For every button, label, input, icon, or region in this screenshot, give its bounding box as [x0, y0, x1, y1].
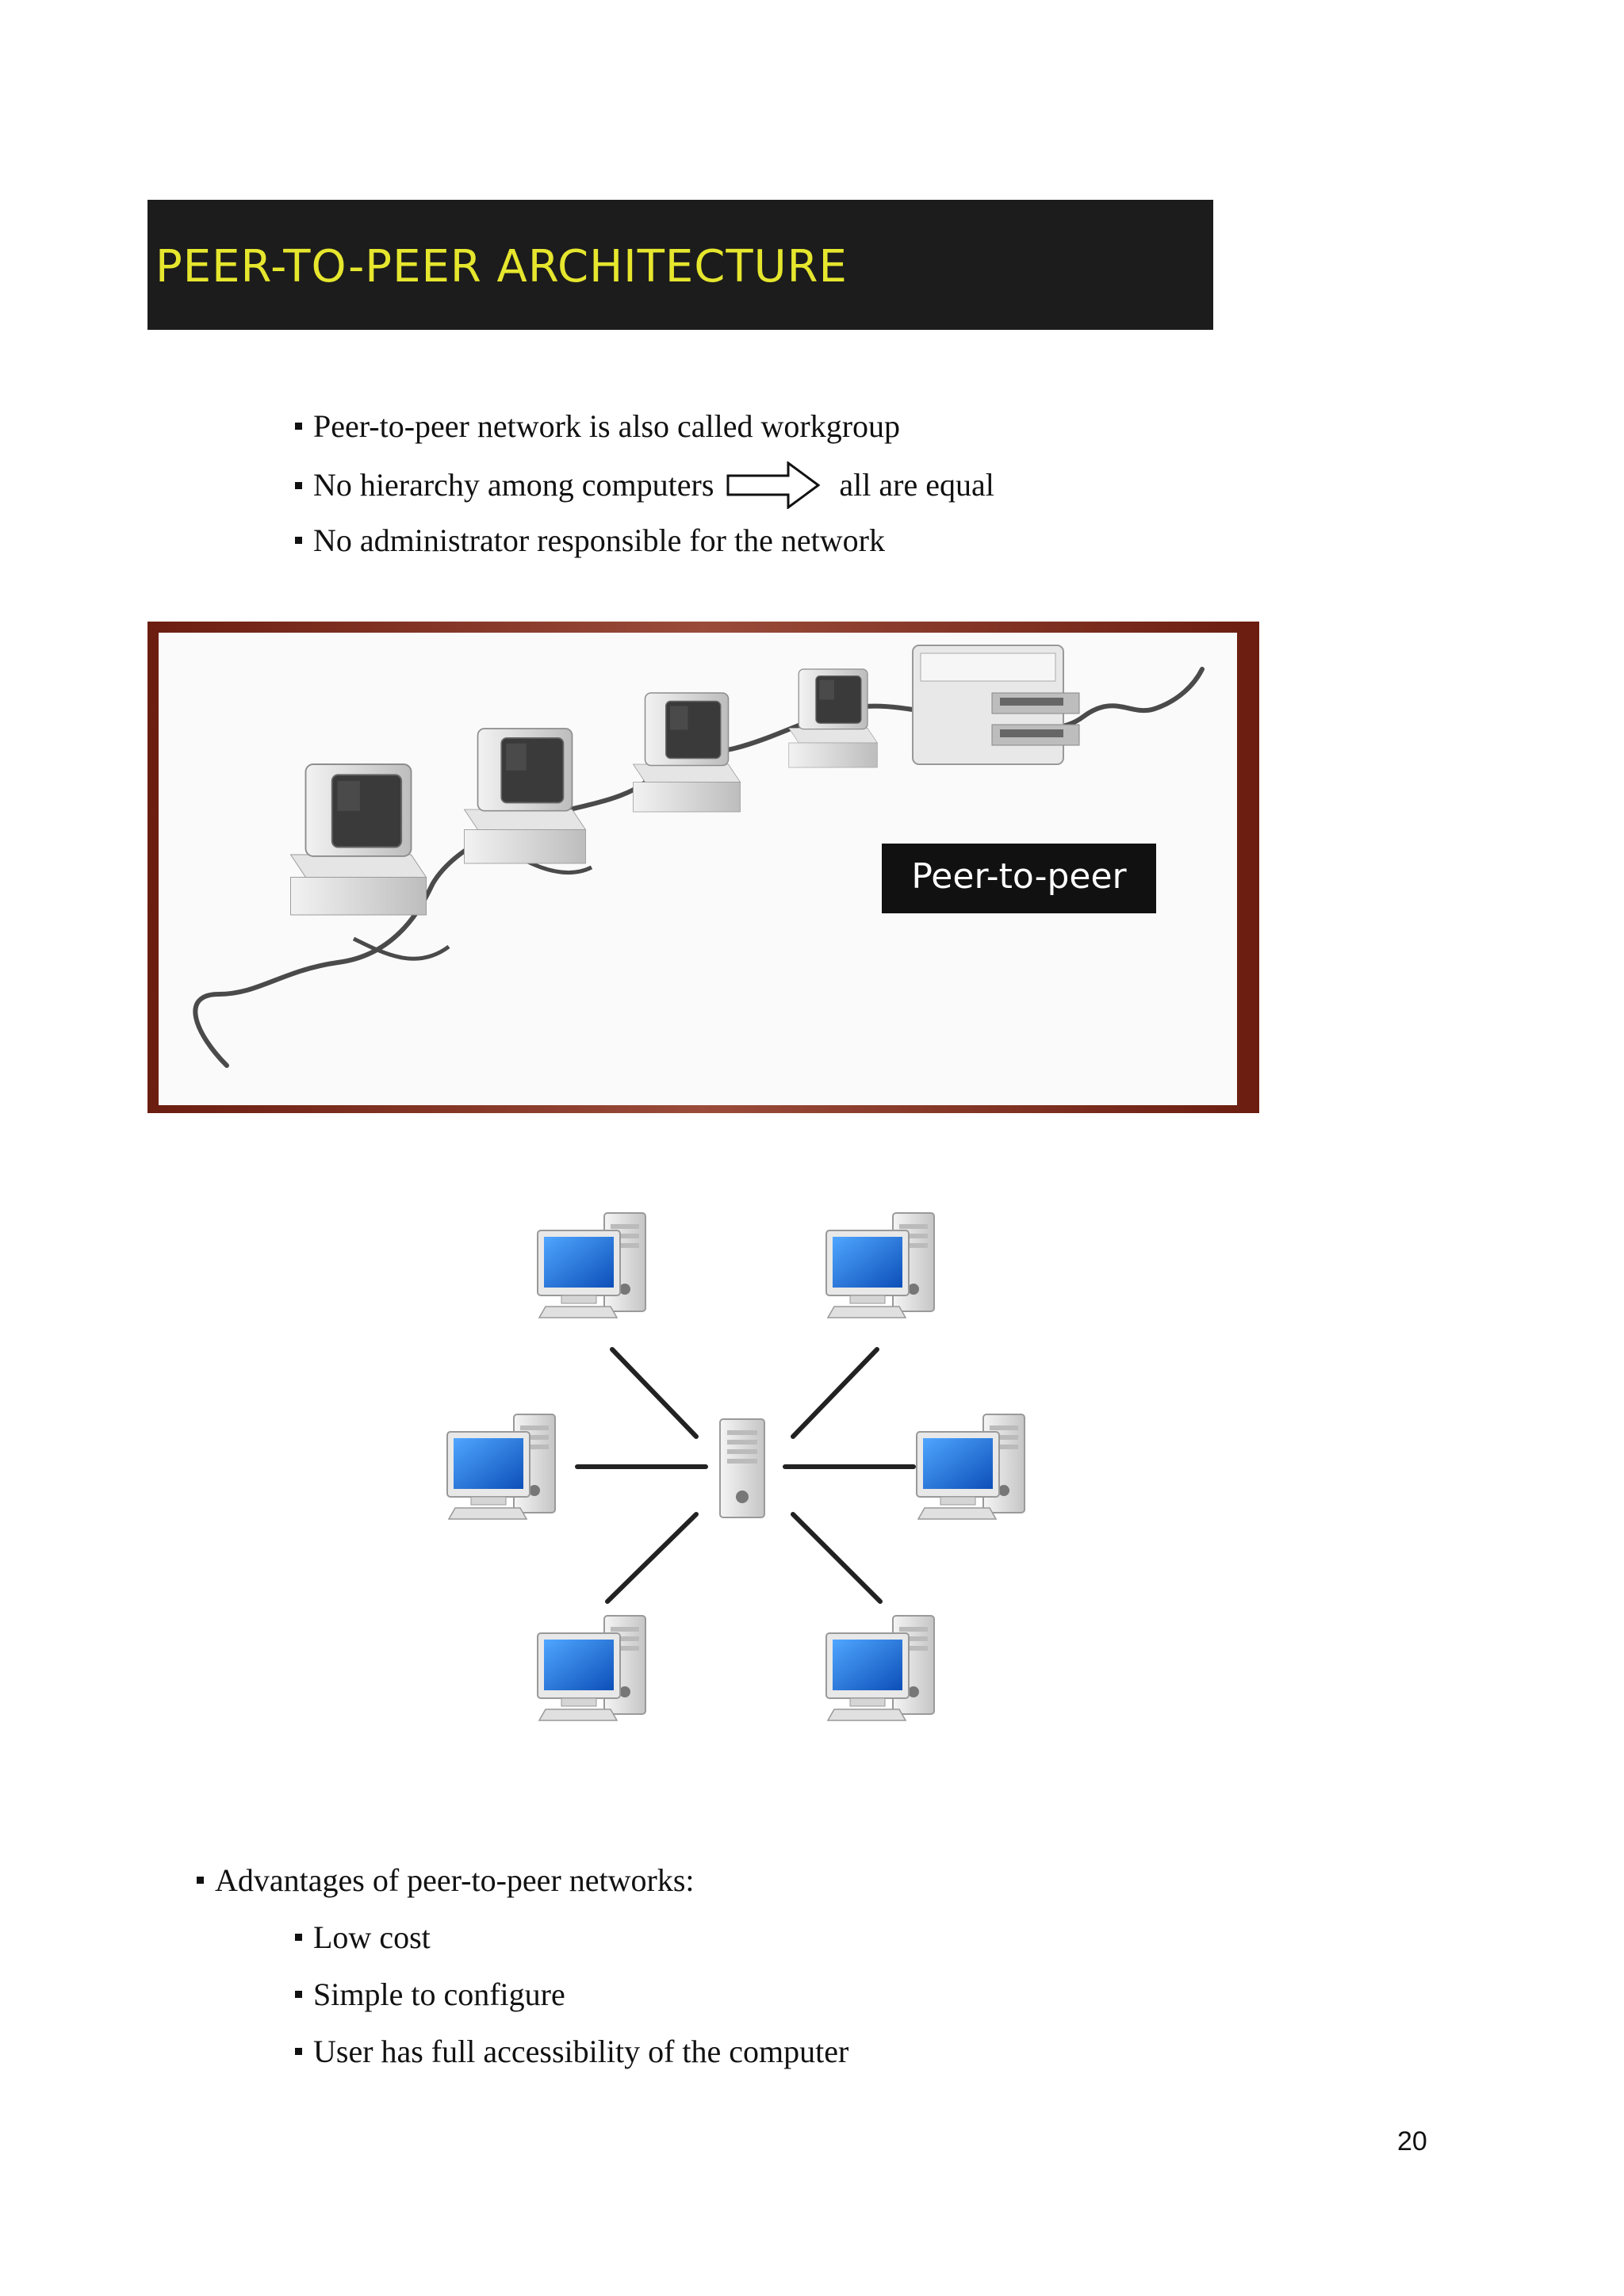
advantage-item: Low cost — [295, 1919, 431, 1957]
computer-icon — [289, 763, 427, 916]
bullet-marker — [295, 1991, 302, 1999]
advantage-item: Simple to configure — [295, 1976, 565, 2014]
right-arrow-icon — [726, 461, 821, 509]
bullet-item: No hierarchy among computers all are equ… — [295, 461, 994, 512]
bullet-marker — [295, 2048, 302, 2056]
advantages-heading-text: Advantages of peer-to-peer networks: — [215, 1862, 695, 1898]
bullet-marker — [295, 1934, 302, 1942]
page-title: PEER-TO-PEER ARCHITECTURE — [155, 241, 848, 293]
page-number: 20 — [1397, 2126, 1427, 2156]
computer-icon — [446, 1414, 556, 1520]
link-line — [791, 1512, 883, 1604]
bullet-marker — [295, 537, 302, 545]
bullet-text: Peer-to-peer network is also called work… — [313, 408, 901, 444]
bullet-marker — [295, 481, 302, 489]
bullet-text: No administrator responsible for the net… — [313, 522, 885, 558]
bullet-item: Peer-to-peer network is also called work… — [295, 408, 900, 446]
advantage-text: User has full accessibility of the compu… — [313, 2034, 849, 2069]
title-banner: PEER-TO-PEER ARCHITECTURE — [147, 200, 1213, 330]
computer-icon — [632, 692, 741, 813]
computer-icon — [825, 1615, 935, 1721]
advantage-text: Low cost — [313, 1919, 431, 1955]
advantage-item: User has full accessibility of the compu… — [295, 2033, 848, 2071]
bullet-marker — [295, 423, 302, 430]
computer-icon — [537, 1615, 646, 1721]
printer-icon — [912, 645, 1080, 765]
bullet-item: No administrator responsible for the net… — [295, 522, 885, 560]
link-line — [791, 1347, 879, 1439]
star-network-diagram — [446, 1212, 1025, 1721]
bullet-marker — [197, 1877, 204, 1885]
peer-to-peer-photo: Peer-to-peer — [147, 622, 1259, 1113]
advantage-text: Simple to configure — [313, 1976, 565, 2012]
central-tower-icon — [719, 1418, 765, 1518]
computer-icon — [788, 668, 879, 768]
peer-to-peer-label: Peer-to-peer — [911, 856, 1127, 897]
bullet-text-result: all are equal — [839, 467, 994, 503]
computer-icon — [916, 1414, 1025, 1520]
computer-icon — [463, 728, 587, 864]
link-line — [605, 1512, 699, 1604]
computer-icon — [537, 1212, 646, 1318]
advantages-heading: Advantages of peer-to-peer networks: — [197, 1862, 695, 1900]
bullet-text: No hierarchy among computers — [313, 467, 714, 503]
link-line — [610, 1347, 699, 1439]
computer-icon — [825, 1212, 935, 1318]
